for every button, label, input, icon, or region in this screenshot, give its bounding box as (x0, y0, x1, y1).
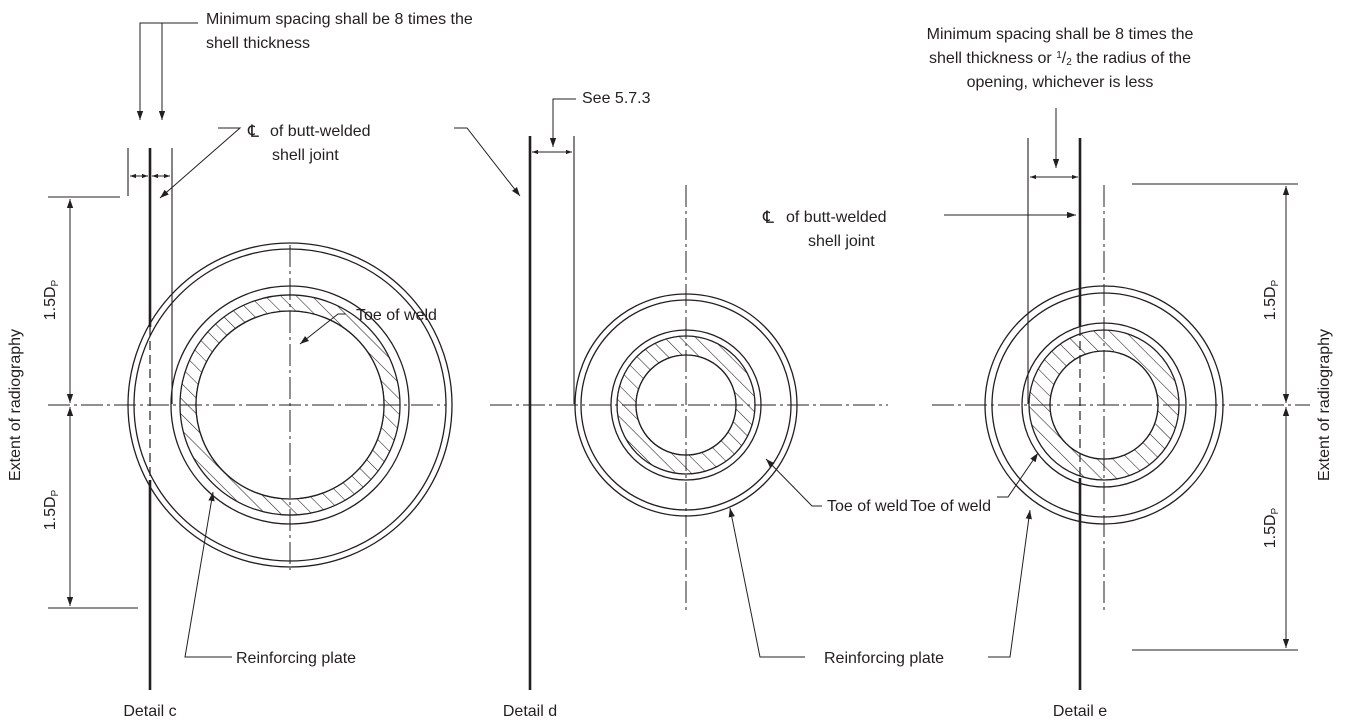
detail-c-spacing-note-line2: shell thickness (206, 35, 310, 52)
detail-e-spacing-note-line1: Minimum spacing shall be 8 times the (927, 26, 1194, 43)
detail-e-joint-label-line2: shell joint (808, 233, 875, 250)
detail-c (48, 22, 453, 690)
detail-c-plate-label: Reinforcing plate (236, 650, 356, 667)
detail-e-caption: Detail e (1053, 703, 1107, 720)
detail-e-toe-label: Toe of weld (910, 498, 991, 515)
detail-d-see-note: See 5.7.3 (582, 90, 651, 107)
detail-d-plate-label: Reinforcing plate (824, 650, 944, 667)
detail-e-joint-label-line1: of butt-welded (786, 209, 887, 226)
detail-c-spacing-note-line1: Minimum spacing shall be 8 times the (206, 11, 473, 28)
detail-e-spacing-note-line2: shell thickness or 1/2 the radius of the (929, 50, 1191, 69)
detail-c-extent-label: Extent of radiography (7, 329, 24, 481)
detail-c-joint-label-line1: of butt-welded (270, 123, 371, 140)
detail-c-caption: Detail c (123, 703, 176, 720)
detail-e-dim-upper: 1.5DP (1262, 279, 1281, 320)
detail-d (454, 98, 888, 690)
detail-e-extent-label: Extent of radiography (1316, 329, 1333, 481)
detail-e-dim-lower: 1.5DP (1262, 507, 1281, 548)
detail-c-toe-label: Toe of weld (356, 307, 437, 324)
detail-c-joint-label-line2: shell joint (272, 147, 339, 164)
detail-d-caption: Detail d (503, 703, 557, 720)
detail-d-toe-label: Toe of weld (827, 498, 908, 515)
centerline-symbol-icon: ℄ (247, 122, 259, 141)
detail-e (932, 108, 1310, 690)
detail-c-dim-lower: 1.5DP (42, 489, 61, 530)
centerline-symbol-icon: ℄ (762, 208, 774, 227)
detail-e-spacing-note-line3: opening, whichever is less (967, 74, 1154, 91)
detail-c-dim-upper: 1.5DP (42, 279, 61, 320)
